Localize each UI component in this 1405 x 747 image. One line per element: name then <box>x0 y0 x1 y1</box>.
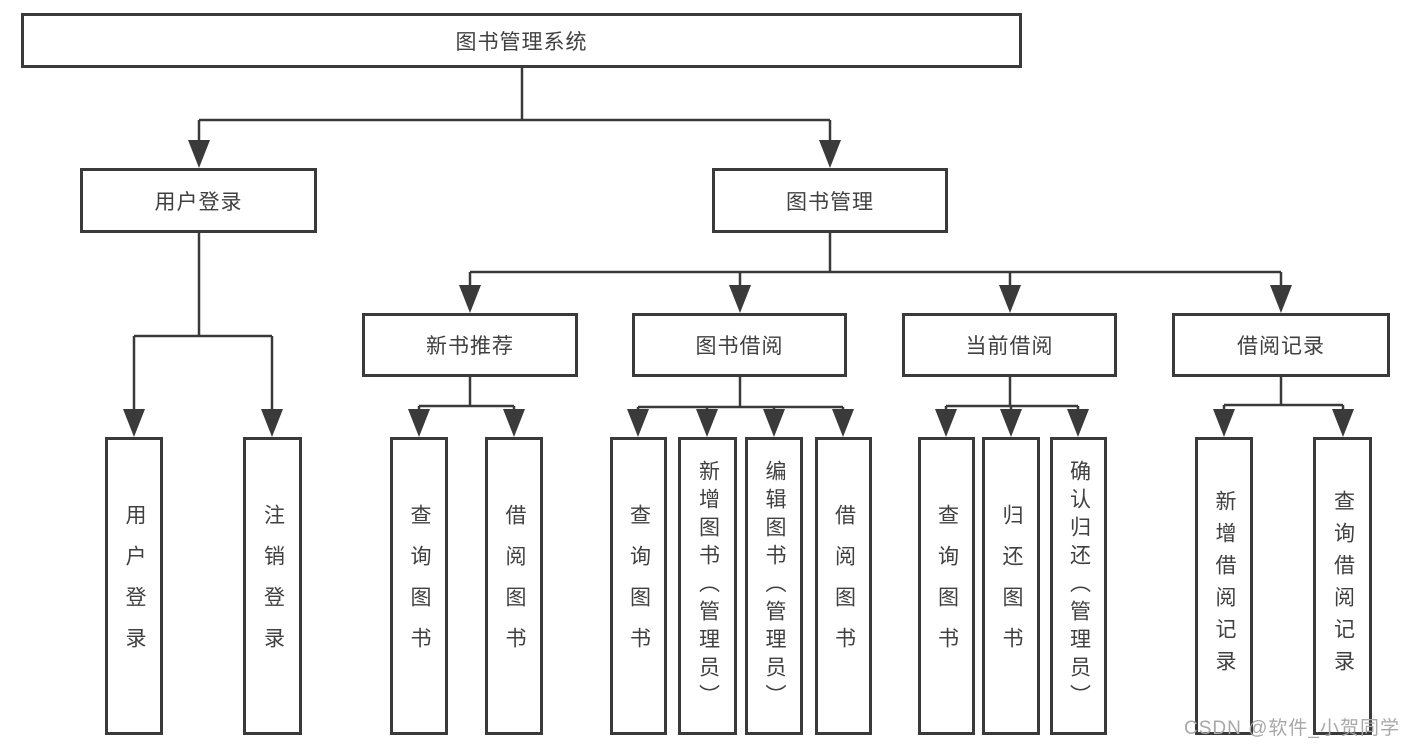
node-new-book-recommendation: 新书推荐 <box>362 313 578 377</box>
leaf-confirm-return-admin: 确认归还（管理员） <box>1050 437 1107 735</box>
leaf-borrow-books-recommend: 借阅图书 <box>485 437 543 735</box>
leaf-return-books: 归还图书 <box>982 437 1040 735</box>
leaf-edit-books-admin: 编辑图书（管理员） <box>745 437 803 735</box>
csdn-watermark: CSDN @软件_小贺同学 <box>1184 718 1400 739</box>
node-book-borrowing: 图书借阅 <box>632 313 847 377</box>
node-label: 归还图书 <box>1000 504 1023 668</box>
node-label: 查询图书 <box>935 504 959 668</box>
node-label: 编辑图书（管理员） <box>763 460 786 712</box>
node-label: 新书推荐 <box>426 335 514 358</box>
node-label: 确认归还（管理员） <box>1067 460 1091 712</box>
node-label: 当前借阅 <box>965 335 1054 358</box>
node-label: 借阅图书 <box>832 504 856 668</box>
node-label: 查询图书 <box>408 504 431 668</box>
leaf-logout: 注销登录 <box>243 437 302 735</box>
leaf-query-books-current: 查询图书 <box>918 437 975 735</box>
node-label: 新增借阅记录 <box>1213 490 1236 682</box>
leaf-query-books-borrowing: 查询图书 <box>610 437 667 735</box>
node-label: 图书管理系统 <box>455 30 588 54</box>
node-label: 查询借阅记录 <box>1331 490 1355 682</box>
node-current-borrowing: 当前借阅 <box>902 313 1117 377</box>
leaf-add-borrow-record: 新增借阅记录 <box>1195 437 1253 735</box>
leaf-user-login: 用户登录 <box>105 437 163 735</box>
leaf-query-books-recommend: 查询图书 <box>390 437 448 735</box>
leaf-query-borrow-record: 查询借阅记录 <box>1313 437 1372 735</box>
leaf-add-books-admin: 新增图书（管理员） <box>678 437 737 735</box>
node-book-management: 图书管理 <box>712 168 948 233</box>
node-user-login: 用户登录 <box>80 168 317 233</box>
node-label: 用户登录 <box>154 190 243 214</box>
node-label: 用户登录 <box>123 504 146 668</box>
node-label: 借阅记录 <box>1237 335 1325 358</box>
node-library-management-system: 图书管理系统 <box>21 13 1022 68</box>
node-label: 图书管理 <box>786 190 874 214</box>
leaf-borrow-books-borrowing: 借阅图书 <box>815 437 872 735</box>
node-borrowing-records: 借阅记录 <box>1172 313 1390 377</box>
arrowheads <box>123 140 1354 437</box>
node-label: 查询图书 <box>627 504 651 668</box>
node-label: 注销登录 <box>261 504 285 668</box>
node-label: 新增图书（管理员） <box>696 460 720 712</box>
node-label: 借阅图书 <box>503 504 526 668</box>
node-label: 图书借阅 <box>695 335 784 358</box>
